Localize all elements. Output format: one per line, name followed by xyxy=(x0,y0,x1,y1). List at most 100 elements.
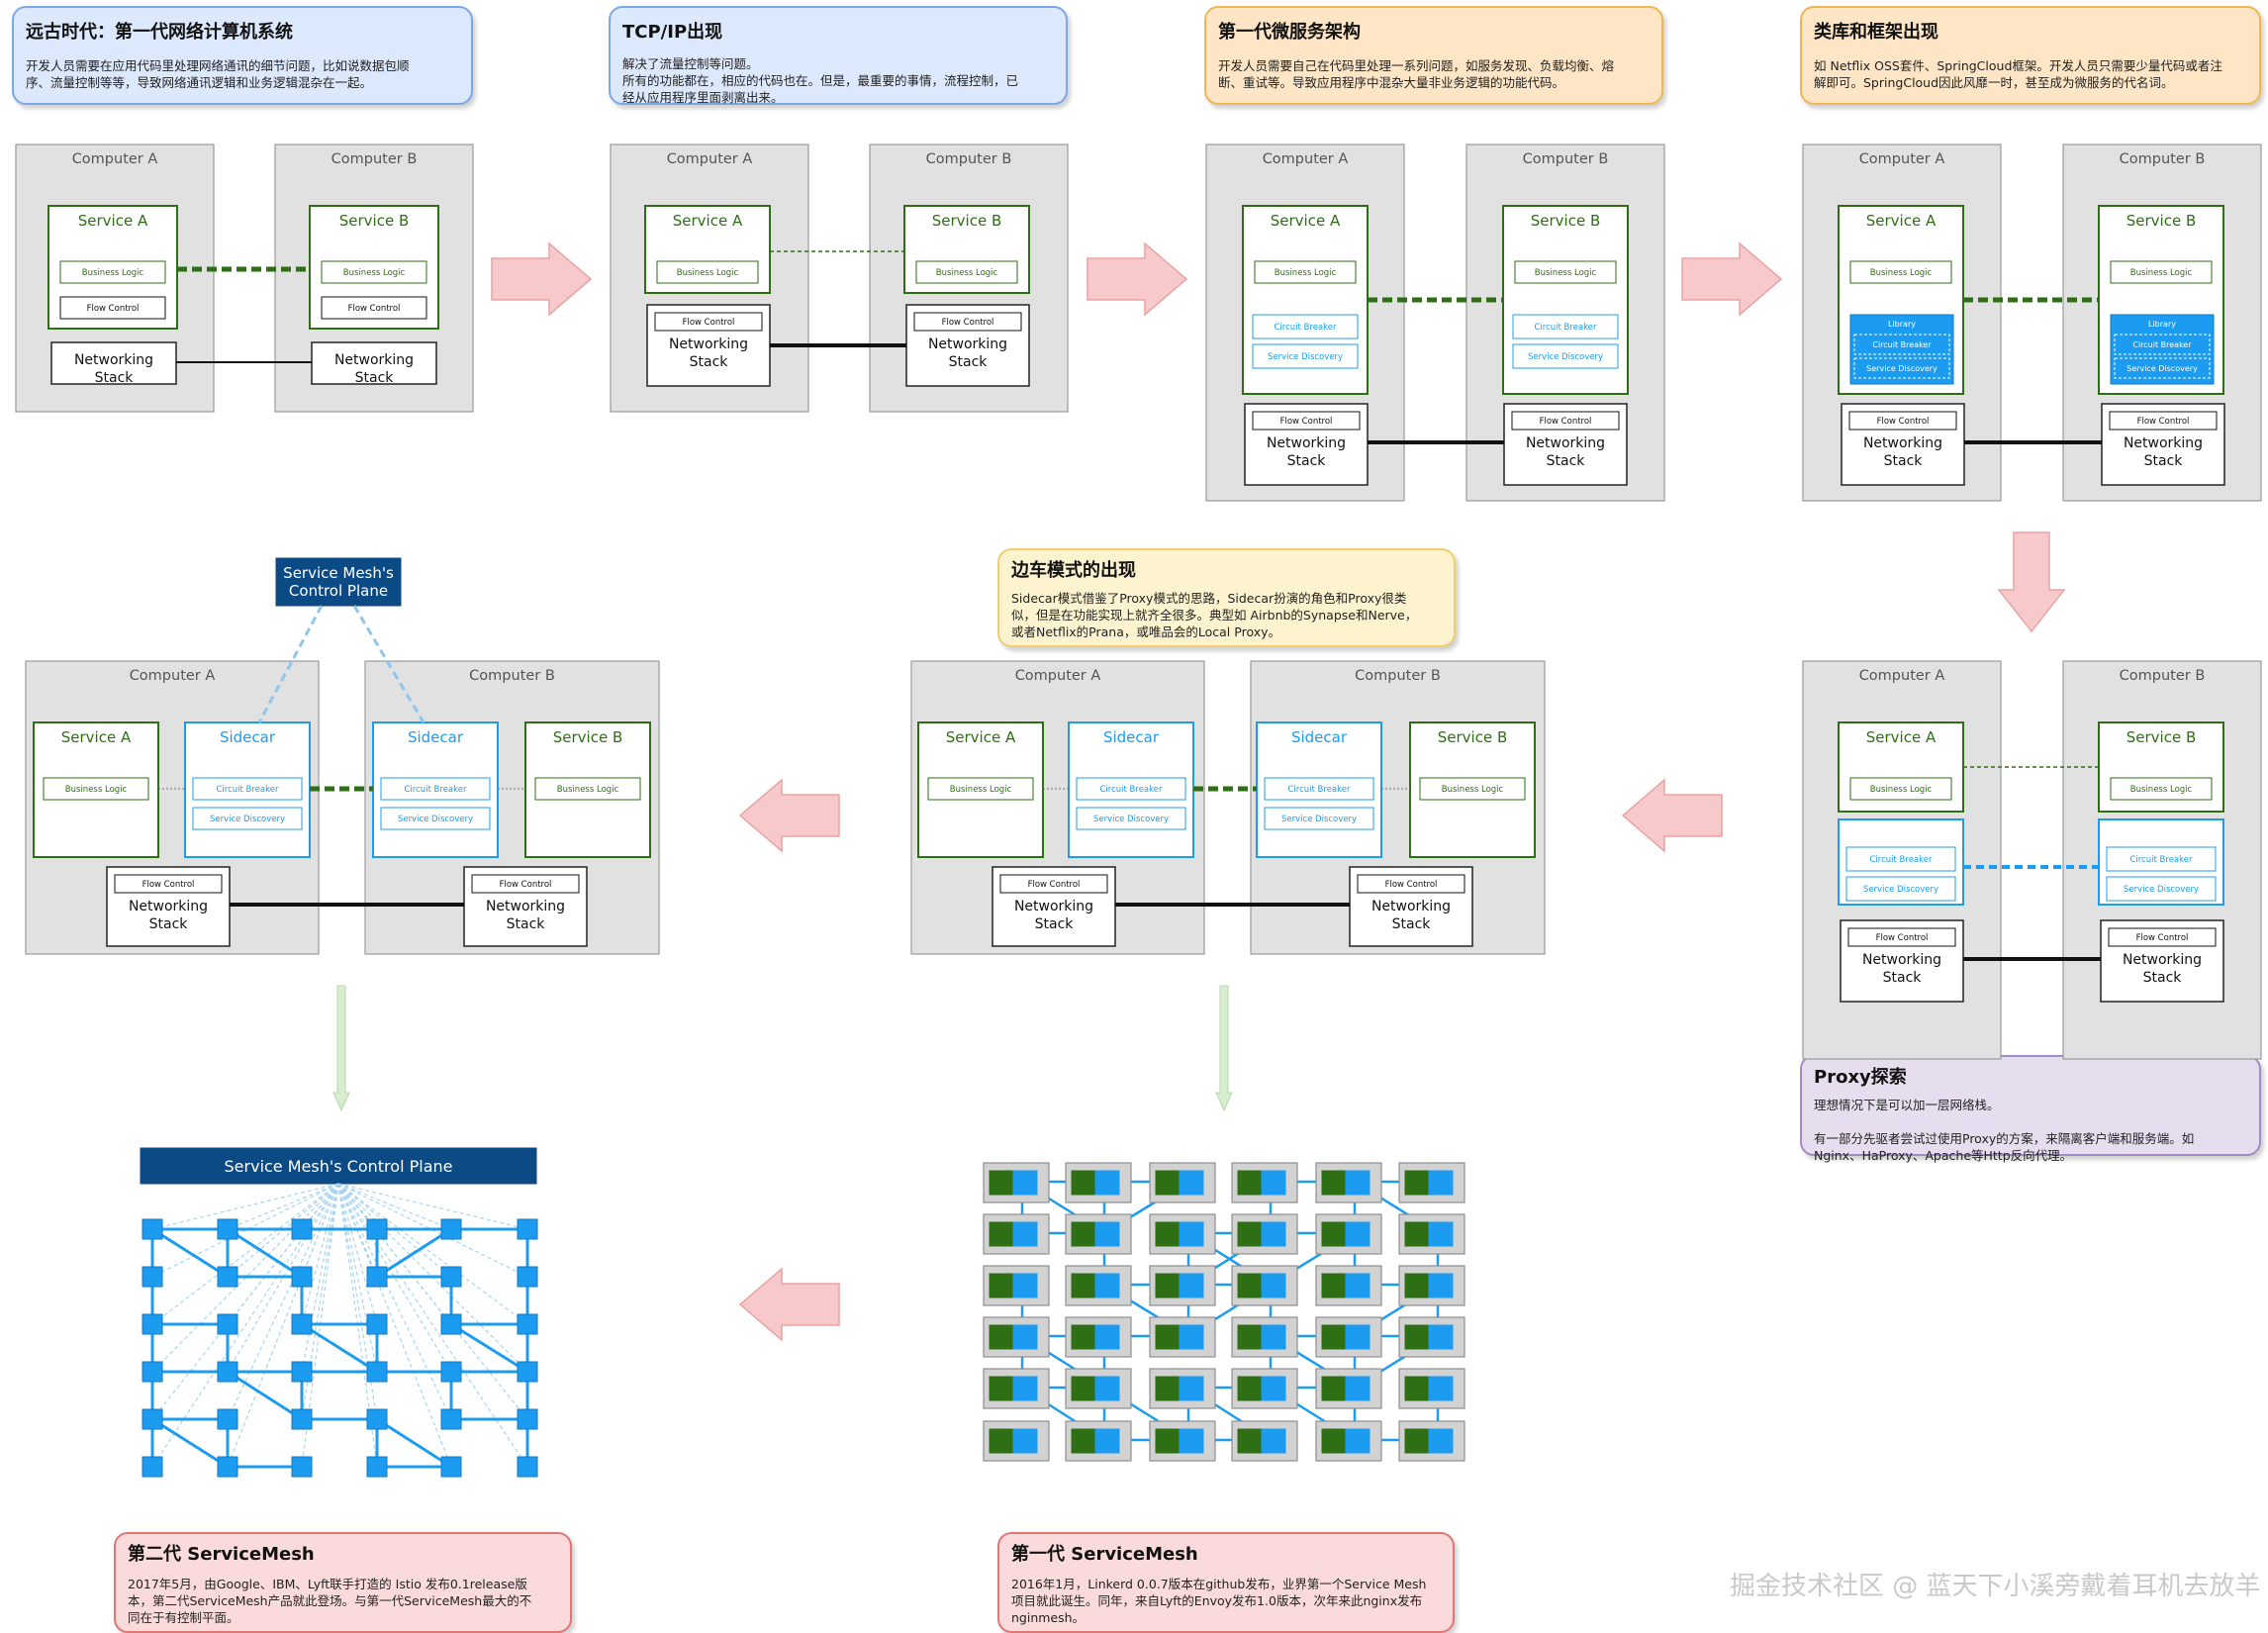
mesh-node xyxy=(1315,1265,1382,1306)
service-label: Service B xyxy=(2126,212,2197,230)
mesh-link xyxy=(1270,1386,1356,1442)
networking-label: Networking xyxy=(928,336,1007,352)
mesh-node xyxy=(1231,1162,1298,1203)
service-square xyxy=(1321,1376,1347,1401)
networking-label: Networking xyxy=(1863,435,1942,451)
control-link xyxy=(151,1183,339,1373)
computer-label: Computer A xyxy=(1263,151,1349,167)
arrow-right xyxy=(1681,241,1783,317)
service-label: Service B xyxy=(1438,728,1508,746)
tag-box xyxy=(1853,334,1950,355)
mesh-node xyxy=(142,1361,163,1383)
proxy-square xyxy=(1428,1170,1454,1196)
service-square xyxy=(1237,1221,1263,1247)
tag-label: Flow Control xyxy=(348,304,401,314)
mesh-node xyxy=(142,1456,163,1478)
tag-label: Business Logic xyxy=(1870,268,1933,278)
control-link xyxy=(151,1183,339,1468)
mesh-node xyxy=(1398,1420,1465,1462)
mesh-node xyxy=(1065,1162,1132,1203)
mesh-node xyxy=(983,1368,1050,1409)
control-link xyxy=(151,1183,339,1230)
tag-box xyxy=(1512,343,1619,369)
networking-stack-box xyxy=(905,304,1030,387)
service-label: Service A xyxy=(78,212,148,230)
tag-box xyxy=(2108,927,2217,947)
stack-label: Stack xyxy=(1883,970,1923,986)
tag-label: Circuit Breaker xyxy=(1100,785,1163,795)
computer-label: Computer A xyxy=(667,151,753,167)
networking-stack-box xyxy=(463,866,588,947)
mesh-link xyxy=(151,1417,229,1469)
mesh-node xyxy=(1149,1368,1216,1409)
service-square xyxy=(1404,1428,1430,1454)
mesh-node xyxy=(217,1456,238,1478)
tag-label: Service Discovery xyxy=(1863,885,1938,895)
tag-box xyxy=(1076,807,1186,830)
computer-box xyxy=(364,660,660,955)
computer-label: Computer B xyxy=(2120,151,2206,167)
arrow-right xyxy=(1087,241,1188,317)
control-link xyxy=(227,1183,339,1420)
tag-label: Flow Control xyxy=(1877,417,1930,427)
computer-box xyxy=(15,144,215,413)
tag-label: Flow Control xyxy=(500,880,552,890)
arrow-left xyxy=(738,778,840,853)
tag-box xyxy=(1847,927,1956,947)
proxy-square xyxy=(1012,1221,1038,1247)
mesh-link xyxy=(1021,1334,1105,1390)
computer-label: Computer A xyxy=(72,151,158,167)
note-title: 第一代微服务架构 xyxy=(1218,22,1361,43)
control-link xyxy=(227,1183,339,1325)
networking-stack-box xyxy=(1349,866,1473,947)
networking-stack-box xyxy=(992,866,1116,947)
mesh-node xyxy=(217,1266,238,1288)
tag-label: Business Logic xyxy=(82,268,144,278)
control-link xyxy=(352,605,425,723)
proxy-square xyxy=(1094,1170,1120,1196)
service-square xyxy=(1321,1324,1347,1350)
control-link xyxy=(337,1183,452,1468)
mesh-node xyxy=(1231,1368,1298,1409)
note-gen2: 第二代 ServiceMesh 2017年5月，由Google、IBM、Lyft… xyxy=(114,1532,572,1633)
service-box xyxy=(644,205,771,294)
tag-box xyxy=(1514,260,1617,284)
mesh-link xyxy=(227,1370,303,1421)
control-link xyxy=(301,1183,339,1278)
stack-label: Stack xyxy=(690,354,729,370)
service-label: Service B xyxy=(553,728,623,746)
mesh-node xyxy=(366,1408,388,1430)
tag-label: Flow Control xyxy=(1028,880,1081,890)
mesh-node xyxy=(366,1218,388,1240)
mesh-link xyxy=(1021,1180,1105,1235)
tag-label: Circuit Breaker xyxy=(2130,855,2193,865)
service-box xyxy=(372,721,499,858)
mesh-node xyxy=(1231,1420,1298,1462)
tag-box xyxy=(1849,777,1952,801)
networking-label: Networking xyxy=(74,352,153,368)
tag-label: Circuit Breaker xyxy=(2132,340,2192,349)
mesh-link xyxy=(1187,1231,1272,1287)
proxy-square xyxy=(1428,1221,1454,1247)
mesh-node xyxy=(291,1218,313,1240)
mesh-node xyxy=(440,1218,462,1240)
stack-label: Stack xyxy=(355,370,395,386)
mesh-node xyxy=(366,1266,388,1288)
mesh-node xyxy=(217,1218,238,1240)
mesh-node xyxy=(440,1408,462,1430)
mesh-link xyxy=(227,1227,303,1279)
mesh-node xyxy=(1149,1265,1216,1306)
proxy-square xyxy=(1345,1221,1370,1247)
tag-box xyxy=(1848,411,1957,431)
note-body: 解决了流量控制等问题。 所有的功能都在，相应的代码也在。但是，最重要的事情，流程… xyxy=(622,56,1019,105)
tag-box xyxy=(2106,876,2217,902)
mesh-link xyxy=(1187,1386,1272,1442)
tag-box xyxy=(1254,260,1357,284)
tag-box xyxy=(1076,777,1186,801)
service-label: Sidecar xyxy=(408,728,464,746)
computer-box xyxy=(2062,660,2262,1060)
service-label: Service B xyxy=(1531,212,1601,230)
control-link xyxy=(337,1183,378,1230)
control-plane-label: Service Mesh's xyxy=(283,564,394,582)
